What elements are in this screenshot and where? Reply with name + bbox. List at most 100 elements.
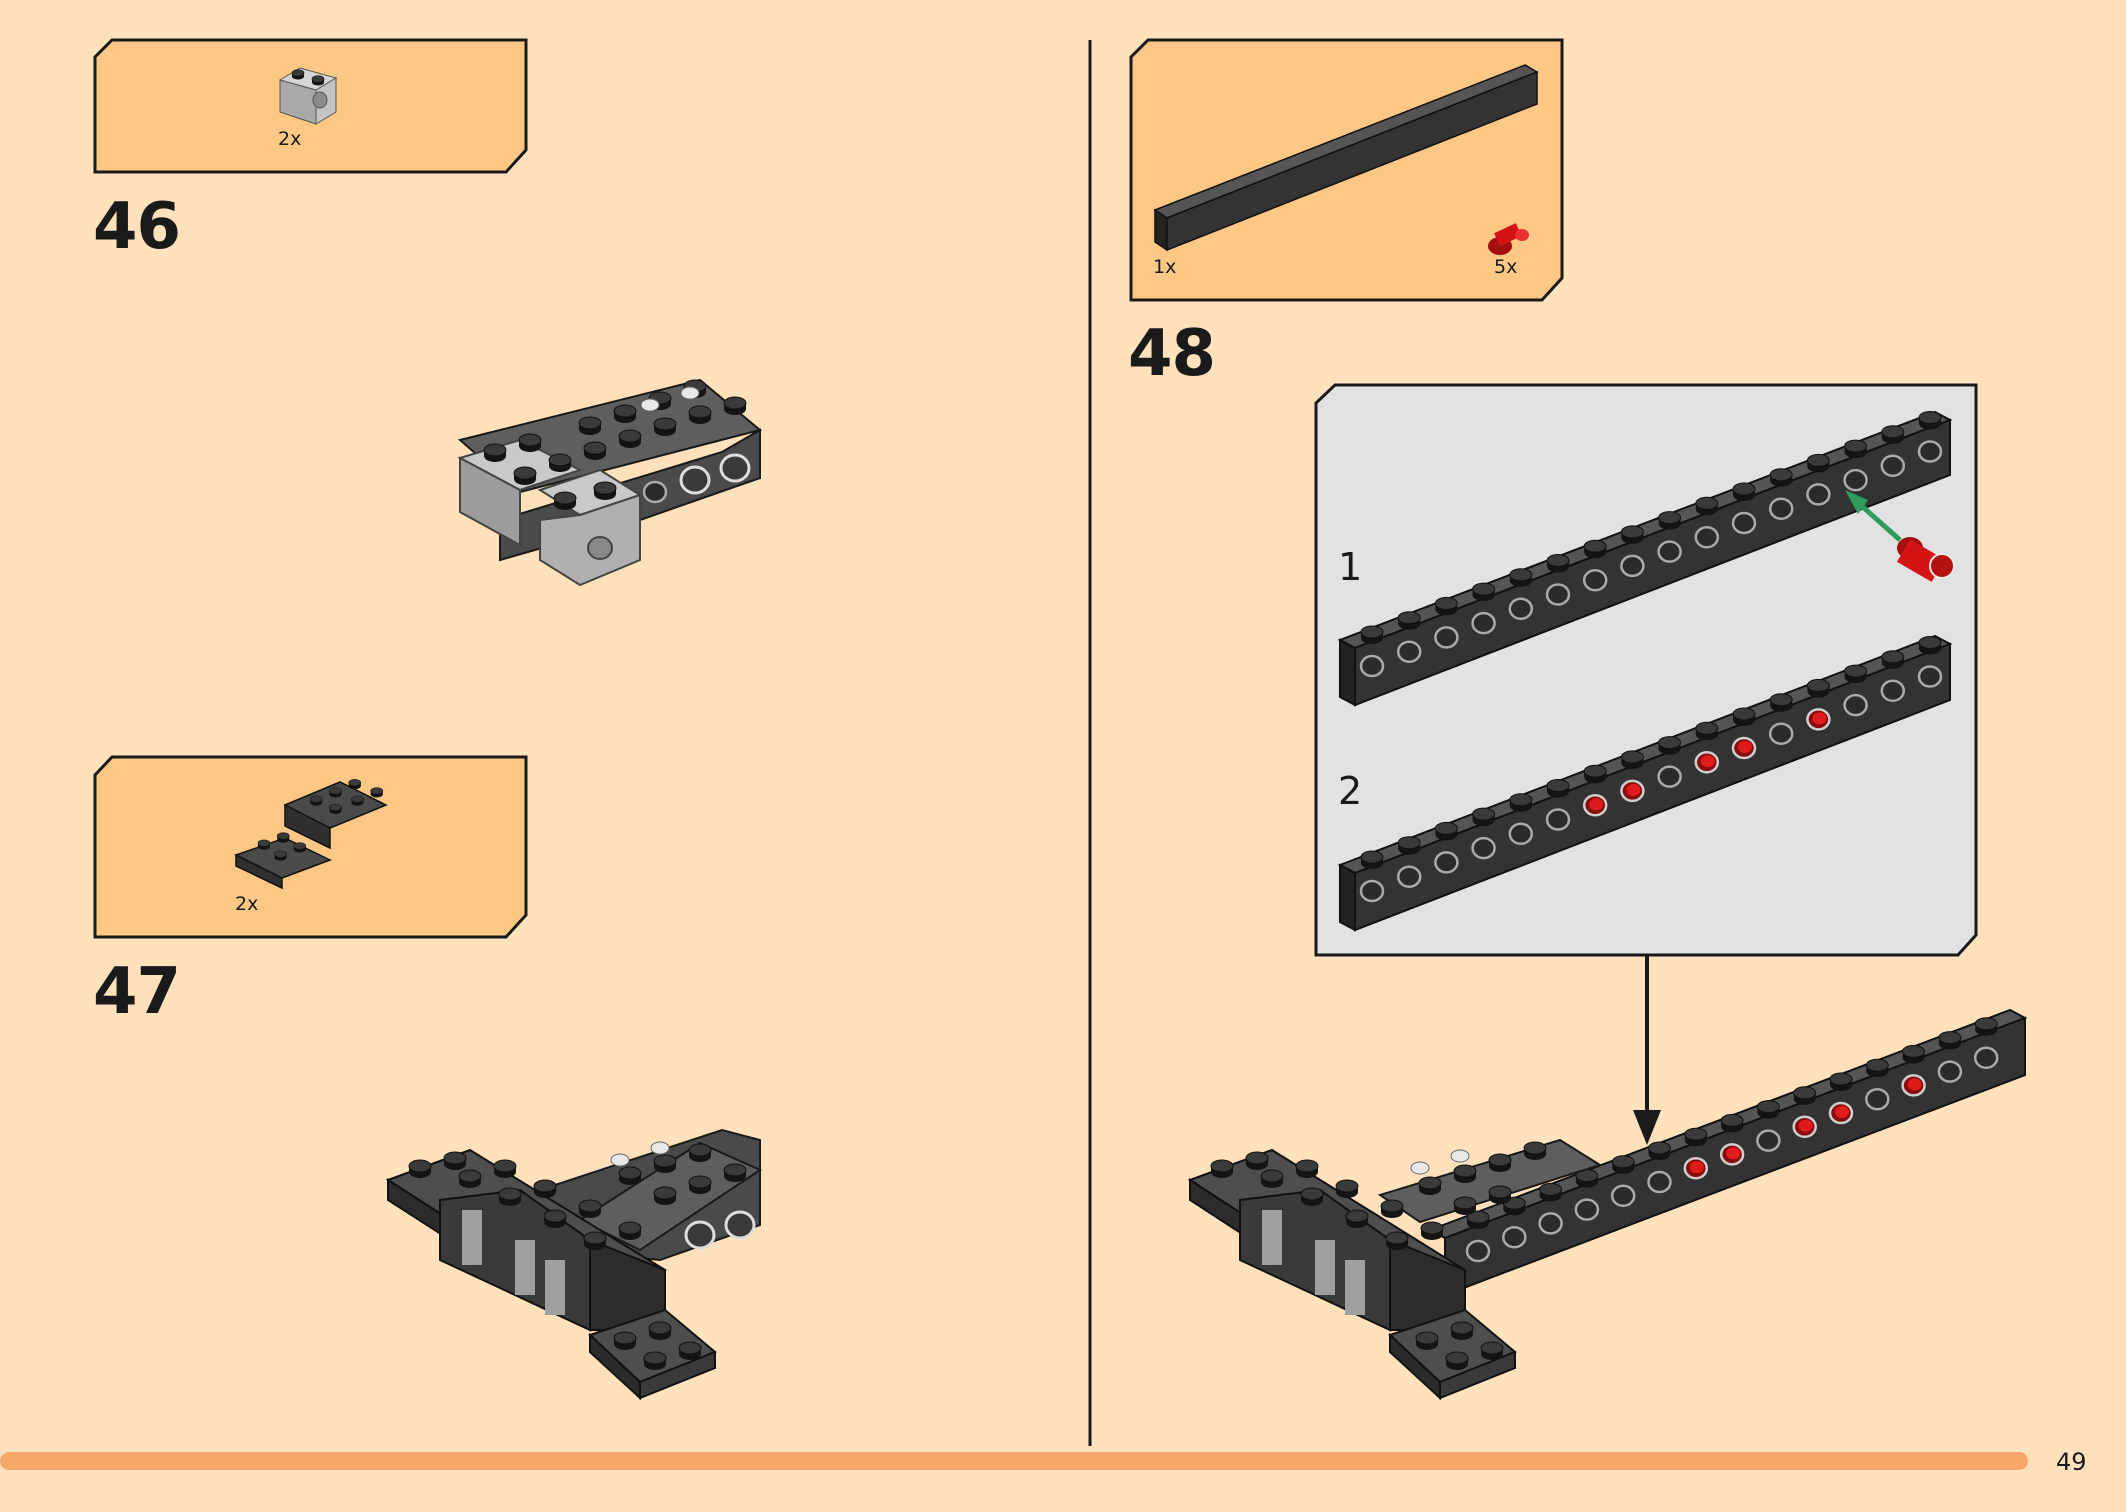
beam1-stud — [1732, 482, 1756, 502]
beam1-hole — [1620, 554, 1645, 578]
beam2-hole — [1471, 836, 1496, 860]
beam2-stud — [1806, 678, 1830, 698]
step-48-substep-panel — [1314, 383, 1978, 957]
beam1-stud — [1509, 568, 1533, 588]
beam2-hole — [1396, 865, 1422, 888]
beam2-red-pin — [1582, 793, 1608, 817]
beam3-stud — [1974, 1017, 1998, 1037]
beam2-hole — [1657, 765, 1682, 788]
beam3-stud — [1829, 1072, 1853, 1092]
beam2-stud — [1509, 793, 1533, 813]
beam1-hole — [1768, 497, 1794, 520]
beam2-hole — [1768, 722, 1794, 745]
bracket-plate-dark-gray-icon — [234, 779, 388, 890]
beam1-hole — [1545, 583, 1571, 606]
beam1-hole — [1806, 483, 1831, 506]
step-48-build-illustration — [1187, 1008, 2028, 1401]
beam3-stud — [1865, 1058, 1889, 1078]
substep-1-number: 1 — [1338, 545, 1363, 589]
beam2-stud — [1658, 736, 1682, 756]
beam3-hole — [1538, 1212, 1563, 1235]
beam1-stud — [1472, 582, 1496, 602]
beam3-hole — [1502, 1225, 1527, 1249]
beam3-hole — [1610, 1184, 1636, 1208]
beam3-red-pin — [1792, 1115, 1817, 1139]
beam3-stud — [1648, 1141, 1671, 1161]
beam2-stud — [1397, 836, 1421, 856]
step-46-build-illustration — [457, 378, 763, 587]
beam2-stud — [1844, 664, 1868, 684]
beam2-red-pin — [1731, 736, 1757, 760]
substep-1-red-pin — [1896, 537, 1955, 582]
step-46-part-qty: 2x — [278, 128, 302, 150]
step-48-beam-qty: 1x — [1153, 256, 1177, 278]
beam3-hole — [1756, 1129, 1781, 1152]
beam1-hole — [1582, 568, 1608, 592]
beam3-hole — [1574, 1198, 1600, 1221]
beam3-stud — [1611, 1155, 1635, 1175]
beam1-hole — [1880, 454, 1906, 478]
beam2-hole — [1880, 679, 1906, 703]
beam2-stud — [1434, 821, 1458, 841]
beam2-red-pin — [1806, 708, 1831, 731]
step-47-build-illustration — [385, 1128, 763, 1401]
beam3-hole — [1937, 1060, 1963, 1083]
beam2-stud — [1360, 850, 1384, 870]
beam1-stud — [1769, 468, 1793, 488]
beam1-stud — [1397, 611, 1421, 631]
beam1-hole — [1694, 526, 1720, 549]
step-46-number: 46 — [93, 190, 181, 264]
beam2-hole — [1508, 822, 1534, 846]
beam1-stud — [1844, 439, 1868, 459]
beam3-hole — [1465, 1239, 1491, 1263]
beam2-stud — [1769, 693, 1793, 713]
beam1-hole — [1396, 640, 1422, 663]
beam1-stud — [1620, 525, 1644, 545]
beam1-stud — [1695, 496, 1719, 516]
step-47-number: 47 — [93, 955, 181, 1029]
beam2-hole — [1843, 693, 1868, 717]
beam2-hole — [1545, 808, 1571, 831]
beam3-stud — [1684, 1127, 1708, 1147]
beam3-stud — [1902, 1044, 1926, 1064]
beam1-stud — [1546, 554, 1570, 573]
step-47-part-qty: 2x — [235, 893, 259, 915]
beam1-hole — [1731, 511, 1757, 535]
beam3-hole — [1647, 1170, 1672, 1194]
beam3-stud — [1938, 1031, 1962, 1051]
beam1-hole — [1359, 654, 1385, 678]
technic-beam-1x16-dark-gray-icon — [1153, 64, 1539, 252]
beam1-stud — [1360, 625, 1384, 645]
beam2-hole — [1434, 851, 1459, 874]
beam2-stud — [1620, 750, 1644, 770]
step-48-pin-qty: 5x — [1494, 256, 1518, 278]
beam1-hole — [1843, 468, 1868, 492]
page-number: 49 — [2056, 1448, 2087, 1476]
substep-2-number: 2 — [1338, 769, 1363, 813]
beam3-stud — [1793, 1086, 1817, 1106]
beam2-stud — [1583, 764, 1607, 784]
beam1-hole — [1508, 597, 1534, 621]
beam2-stud — [1881, 650, 1905, 670]
beam3-hole — [1865, 1087, 1890, 1111]
beam1-hole — [1657, 540, 1682, 563]
beam2-stud — [1472, 807, 1496, 827]
beam1-hole — [1917, 440, 1943, 463]
step-47-parts-callout — [93, 755, 528, 939]
beam1-stud — [1918, 411, 1942, 430]
beam1-stud — [1806, 453, 1830, 473]
beam1-stud — [1583, 539, 1607, 559]
beam2-hole — [1917, 665, 1943, 688]
beam2-stud — [1546, 779, 1570, 798]
beam1-hole — [1434, 626, 1459, 649]
beam3-stud — [1539, 1182, 1563, 1202]
beam1-stud — [1658, 511, 1682, 531]
beam3-red-pin — [1828, 1101, 1854, 1125]
beam2-hole — [1359, 879, 1385, 903]
step-46-parts-callout — [93, 38, 528, 174]
beam1-stud — [1881, 425, 1905, 445]
beam1-stud — [1434, 596, 1458, 616]
technic-pin-red-icon — [1488, 223, 1529, 255]
